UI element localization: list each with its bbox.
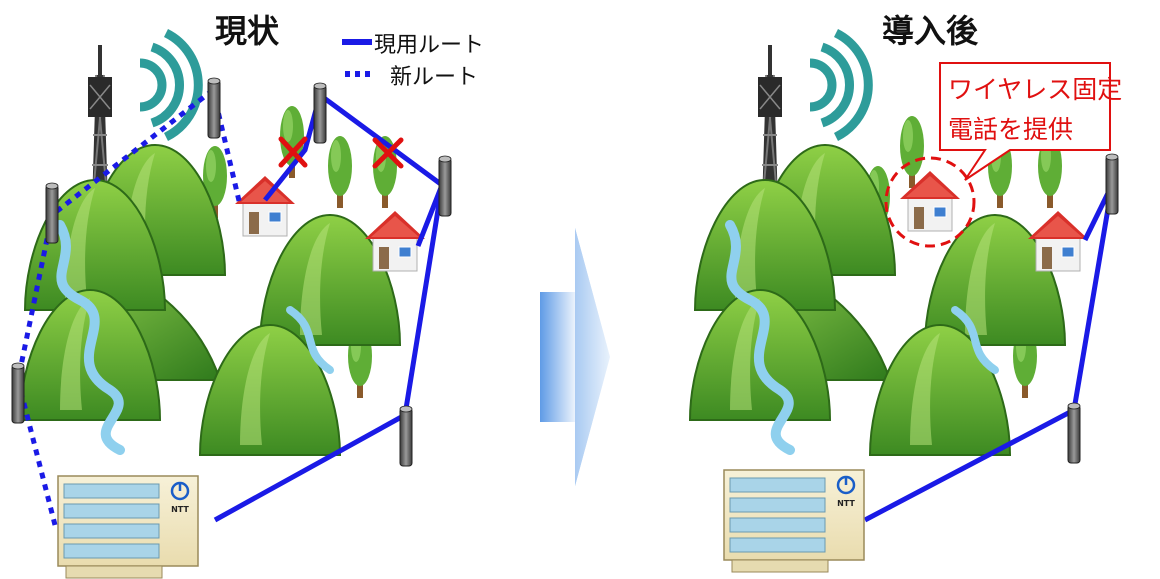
pole-icon [438,155,452,217]
building-logo-text: NTT [837,499,855,508]
tree-icon [900,116,924,188]
left-panel-title: 現状 [215,12,280,50]
ntt-building-icon [722,468,866,574]
pole-icon [1105,153,1119,215]
new-route-line [210,89,243,206]
building-logo-text: NTT [171,505,189,514]
house-icon [364,210,426,272]
pole-icon [1067,402,1081,464]
ntt-building-icon [56,474,200,579]
river [286,306,334,374]
highlight-circle [884,156,976,248]
cut-x-icon [278,136,308,168]
legend-current-label: 現用ルート [374,33,484,58]
pole-icon [207,77,221,139]
river [725,220,795,455]
river [951,306,999,374]
callout-text-line2: 電話を提供 [948,115,1073,144]
river [55,220,125,455]
right-panel-title: 導入後 [882,12,979,50]
pole-icon [313,82,327,144]
tree-icon [328,136,352,208]
transition-arrow-icon [540,228,610,486]
radio-wave-icon [810,33,868,137]
legend-new-label: 新ルート [390,65,478,90]
pole-icon [11,362,25,424]
callout-box: ワイヤレス固定 電話を提供 [939,62,1122,181]
callout-text-line1: ワイヤレス固定 [948,75,1122,104]
left-panel: NTT 現状 現用ルート 新ルート [11,12,484,579]
pole-icon [399,405,413,467]
new-route-line [15,88,215,526]
cut-x-icon [372,137,404,169]
right-panel: NTT 導入後 ワイヤレス固定 電話を提供 [689,12,1122,574]
house-icon [234,175,296,237]
route-legend: 現用ルート 新ルート [342,33,484,90]
house-icon [1027,210,1089,272]
pole-icon [45,182,59,244]
